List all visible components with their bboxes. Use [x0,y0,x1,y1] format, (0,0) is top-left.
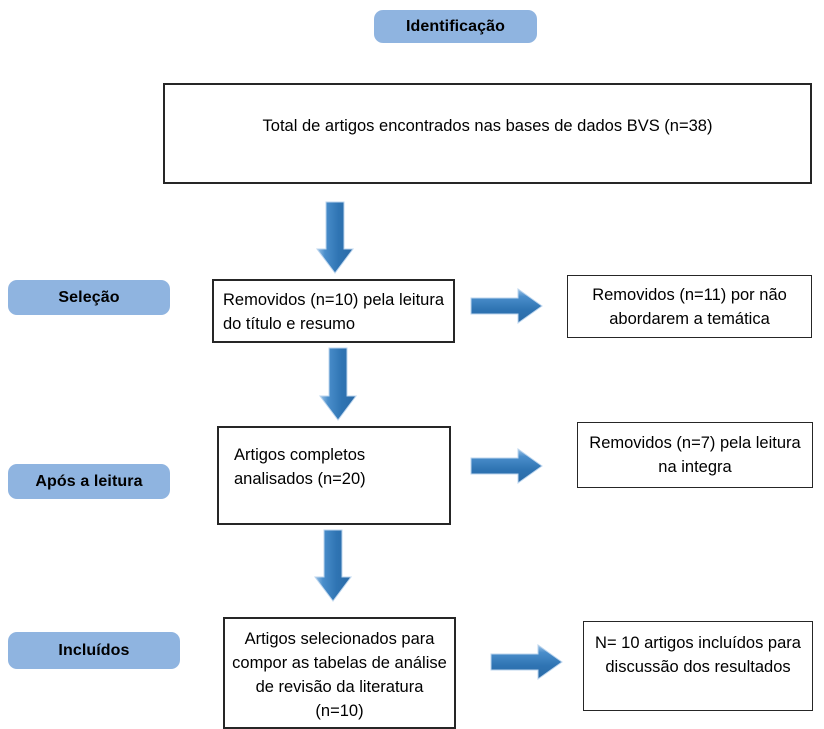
box-removidos-integra: Removidos (n=7) pela leitura na integra [577,422,813,488]
arrow-right-incluidos [490,644,564,680]
box-text: Artigos completos analisados (n=20) [234,446,366,488]
arrow-right-selecao [470,288,544,324]
stage-label-selecao: Seleção [8,280,170,315]
box-text: Removidos (n=10) pela leitura do título … [223,291,444,333]
box-text: N= 10 artigos incluídos para discussão d… [595,634,801,676]
arrow-down-selecao-to-apos-a-leitura [319,347,357,422]
stage-label-identificacao: Identificação [374,10,537,43]
box-artigos-completos: Artigos completos analisados (n=20) [217,426,451,525]
box-text: Removidos (n=11) por não abordarem a tem… [592,286,787,328]
stage-label-text: Seleção [58,288,120,306]
box-text: Total de artigos encontrados nas bases d… [262,117,713,135]
arrow-down-apos-a-leitura-to-incluidos [314,529,352,603]
stage-label-text: Após a leitura [35,472,143,490]
box-artigos-selecionados: Artigos selecionados para compor as tabe… [223,617,456,729]
stage-label-apos-a-leitura: Após a leitura [8,464,170,499]
box-total-encontrados: Total de artigos encontrados nas bases d… [163,83,812,184]
arrow-down-identificacao-to-selecao [316,201,354,275]
stage-label-text: Identificação [405,17,506,35]
arrow-right-apos-a-leitura [470,448,544,484]
stage-label-incluidos: Incluídos [8,632,180,669]
box-removidos-titulo-resumo: Removidos (n=10) pela leitura do título … [212,279,455,343]
box-text: Artigos selecionados para compor as tabe… [232,630,447,720]
box-removidos-tematica: Removidos (n=11) por não abordarem a tem… [567,275,812,338]
stage-label-text: Incluídos [58,641,130,659]
box-text: Removidos (n=7) pela leitura na integra [589,434,801,476]
box-artigos-incluidos-discussao: N= 10 artigos incluídos para discussão d… [583,621,813,711]
